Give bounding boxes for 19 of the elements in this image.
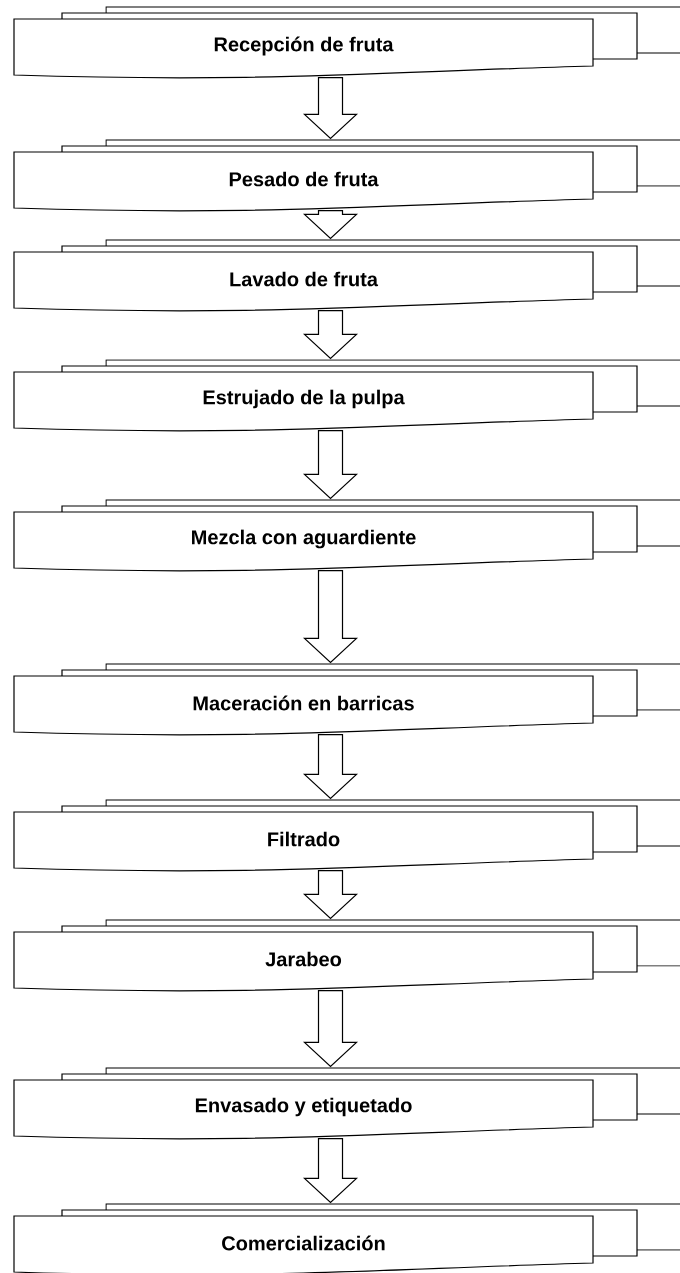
document-stack: Pesado de fruta xyxy=(13,139,680,212)
document-stack: Estrujado de la pulpa xyxy=(13,359,680,432)
block-arrow xyxy=(302,570,359,664)
document-stack: Jarabeo xyxy=(13,919,680,992)
block-arrow xyxy=(302,77,359,140)
block-arrow xyxy=(302,870,359,920)
document-stack: Mezcla con aguardiente xyxy=(13,499,680,572)
document-stack: Recepción de fruta xyxy=(13,6,680,79)
block-arrow xyxy=(302,430,359,500)
block-arrow xyxy=(302,734,359,800)
document-stack: Filtrado xyxy=(13,799,680,872)
document-stack: Lavado de fruta xyxy=(13,239,680,312)
document-stack: Envasado y etiquetado xyxy=(13,1067,680,1140)
document-stack: Comercialización xyxy=(13,1203,680,1273)
block-arrow xyxy=(302,210,359,240)
block-arrow xyxy=(302,310,359,360)
document-stack: Maceración en barricas xyxy=(13,663,680,736)
block-arrow xyxy=(302,990,359,1068)
block-arrow xyxy=(302,1138,359,1204)
